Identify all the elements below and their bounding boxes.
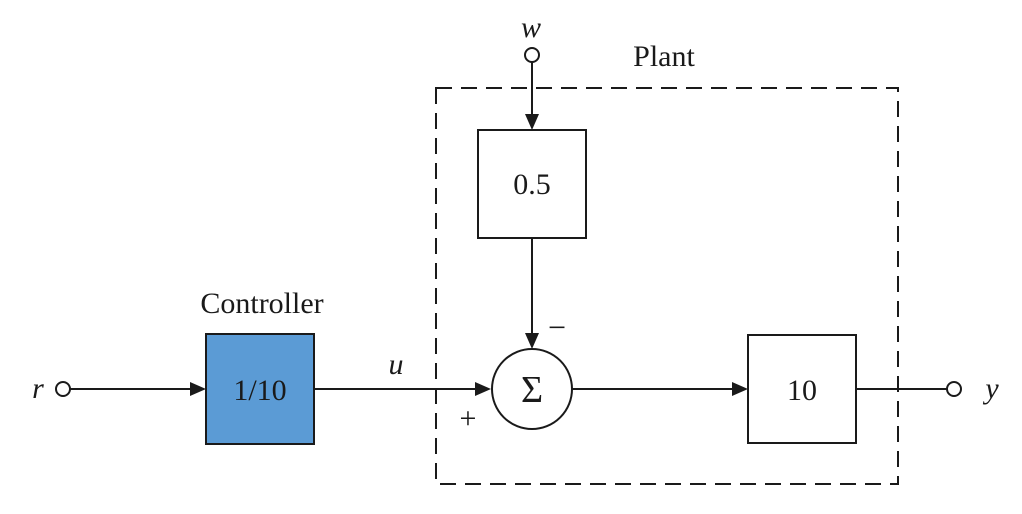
summing-junction-symbol: Σ <box>521 369 543 411</box>
reference-input-terminal <box>55 381 71 397</box>
disturbance-input-terminal <box>524 47 540 63</box>
controller-block <box>205 333 315 445</box>
summer-plus-sign: + <box>460 402 477 435</box>
plant-gain-value: 10 <box>787 374 817 407</box>
plant-gain-block <box>747 334 857 444</box>
summer-to-plant-arrow-icon <box>732 382 748 396</box>
plant-boundary <box>435 87 899 485</box>
control-arrow-icon <box>475 382 491 396</box>
gain-to-summer-arrow-icon <box>525 333 539 349</box>
disturbance-gain-value: 0.5 <box>513 168 551 201</box>
reference-signal-label: r <box>32 372 44 405</box>
output-terminal <box>946 381 962 397</box>
summer-minus-sign: − <box>548 309 566 345</box>
reference-arrow-icon <box>190 382 206 396</box>
controller-label: Controller <box>200 287 323 320</box>
controller-gain: 1/10 <box>233 374 286 407</box>
disturbance-arrow-icon <box>525 114 539 130</box>
output-signal-label: y <box>982 372 999 405</box>
plant-label: Plant <box>633 40 695 73</box>
control-signal-label: u <box>389 348 404 381</box>
disturbance-signal-label: w <box>521 11 541 44</box>
